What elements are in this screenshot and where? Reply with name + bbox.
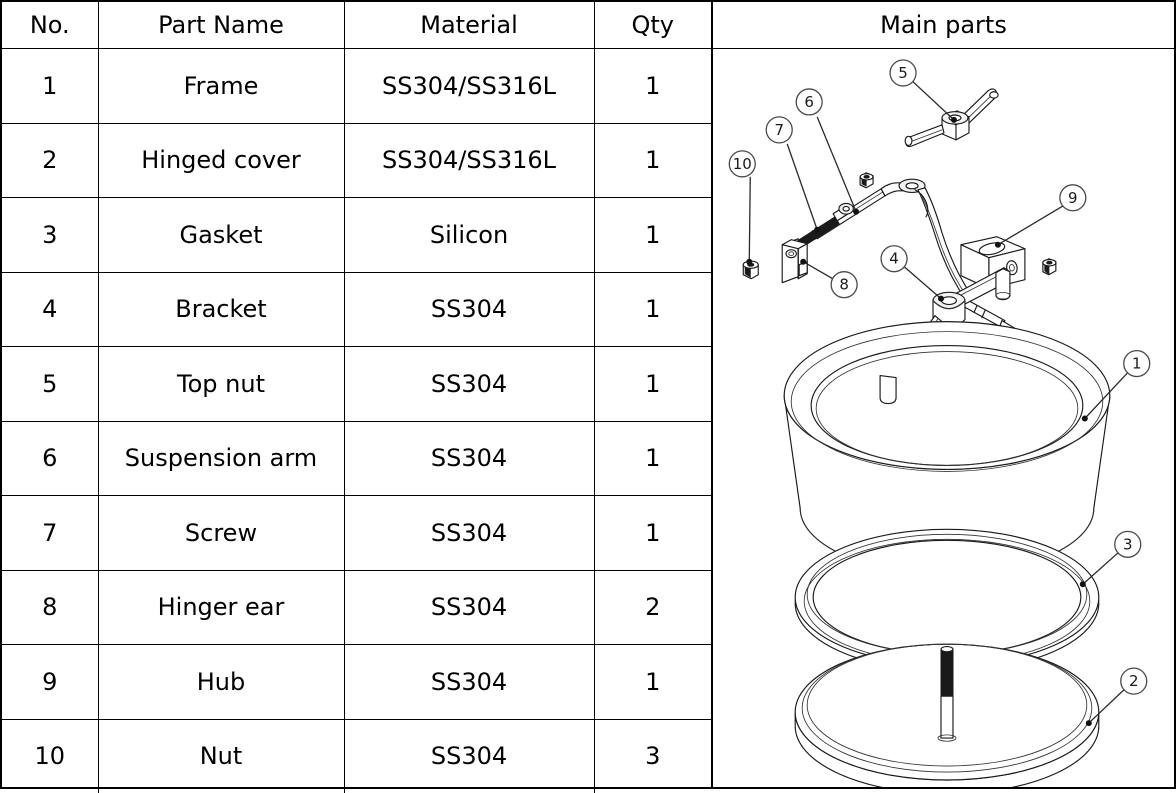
cell-no: 2 [2,123,98,198]
callout-label-5: 5 [898,64,908,82]
cell-qty: 1 [594,123,711,198]
cell-qty: 1 [594,496,711,571]
column-header-qty: Qty [594,2,711,49]
table-row: 2 Hinged cover SS304/SS316L 1 [2,123,711,198]
main-parts-pane: Main parts [713,2,1174,787]
cell-part-name: Screw [98,496,344,571]
part-hinged-cover [795,644,1099,787]
callout-5: 5 [890,60,957,123]
callout-7: 7 [766,117,820,233]
cell-no: 4 [2,272,98,347]
callout-label-7: 7 [774,121,784,139]
callout-9: 9 [995,185,1086,248]
column-header-part-name: Part Name [98,2,344,49]
cell-no: 8 [2,570,98,645]
cell-qty: 1 [594,645,711,720]
diagram-title: Main parts [713,2,1174,49]
cell-no: 3 [2,198,98,273]
cell-material: SS304 [344,570,594,645]
callout-label-10: 10 [733,155,752,173]
exploded-diagram: 5 6 7 [713,49,1174,787]
parts-table-pane: No. Part Name Material Qty 1 Frame SS304… [2,2,713,787]
table-row: 10 Nut SS304 3 [2,719,711,793]
table-row: 4 Bracket SS304 1 [2,272,711,347]
cell-material: SS304 [344,719,594,793]
cell-part-name: Hub [98,645,344,720]
table-row: 3 Gasket Silicon 1 [2,198,711,273]
cell-part-name: Hinger ear [98,570,344,645]
cell-material: Silicon [344,198,594,273]
cell-part-name: Gasket [98,198,344,273]
callout-label-3: 3 [1123,535,1133,553]
cell-part-name: Top nut [98,347,344,422]
cell-part-name: Frame [98,49,344,124]
cell-no: 6 [2,421,98,496]
callout-label-8: 8 [839,276,849,294]
cell-material: SS304 [344,421,594,496]
callout-4: 4 [881,246,944,302]
callout-3: 3 [1080,531,1141,587]
table-row: 1 Frame SS304/SS316L 1 [2,49,711,124]
cell-material: SS304 [344,347,594,422]
cell-part-name: Hinged cover [98,123,344,198]
column-header-material: Material [344,2,594,49]
table-header-row: No. Part Name Material Qty [2,2,711,49]
table-row: 9 Hub SS304 1 [2,645,711,720]
cell-qty: 3 [594,719,711,793]
cell-no: 7 [2,496,98,571]
cell-no: 9 [2,645,98,720]
table-row: 5 Top nut SS304 1 [2,347,711,422]
cell-qty: 1 [594,49,711,124]
exploded-assembly-drawing: 5 6 7 [713,49,1174,787]
table-row: 6 Suspension arm SS304 1 [2,421,711,496]
cell-no: 10 [2,719,98,793]
part-nut-right [1043,259,1056,275]
parts-table: No. Part Name Material Qty 1 Frame SS304… [2,2,711,793]
column-header-no: No. [2,2,98,49]
cell-qty: 1 [594,198,711,273]
cell-qty: 1 [594,272,711,347]
part-nut-upper [860,173,873,188]
table-row: 8 Hinger ear SS304 2 [2,570,711,645]
cell-material: SS304 [344,645,594,720]
cell-part-name: Suspension arm [98,421,344,496]
cell-qty: 2 [594,570,711,645]
callout-label-4: 4 [889,250,899,268]
cell-no: 5 [2,347,98,422]
callout-10: 10 [729,151,755,265]
cell-material: SS304 [344,272,594,347]
cell-material: SS304/SS316L [344,123,594,198]
callout-label-1: 1 [1132,355,1142,373]
cell-material: SS304/SS316L [344,49,594,124]
parts-table-body: 1 Frame SS304/SS316L 1 2 Hinged cover SS… [2,49,711,793]
cell-part-name: Bracket [98,272,344,347]
table-row: 7 Screw SS304 1 [2,496,711,571]
cell-qty: 1 [594,421,711,496]
cell-part-name: Nut [98,719,344,793]
cell-material: SS304 [344,496,594,571]
callout-label-6: 6 [804,93,814,111]
cell-qty: 1 [594,347,711,422]
callout-label-2: 2 [1129,672,1139,690]
cell-no: 1 [2,49,98,124]
callout-label-9: 9 [1068,189,1078,207]
callout-8: 8 [800,259,857,298]
